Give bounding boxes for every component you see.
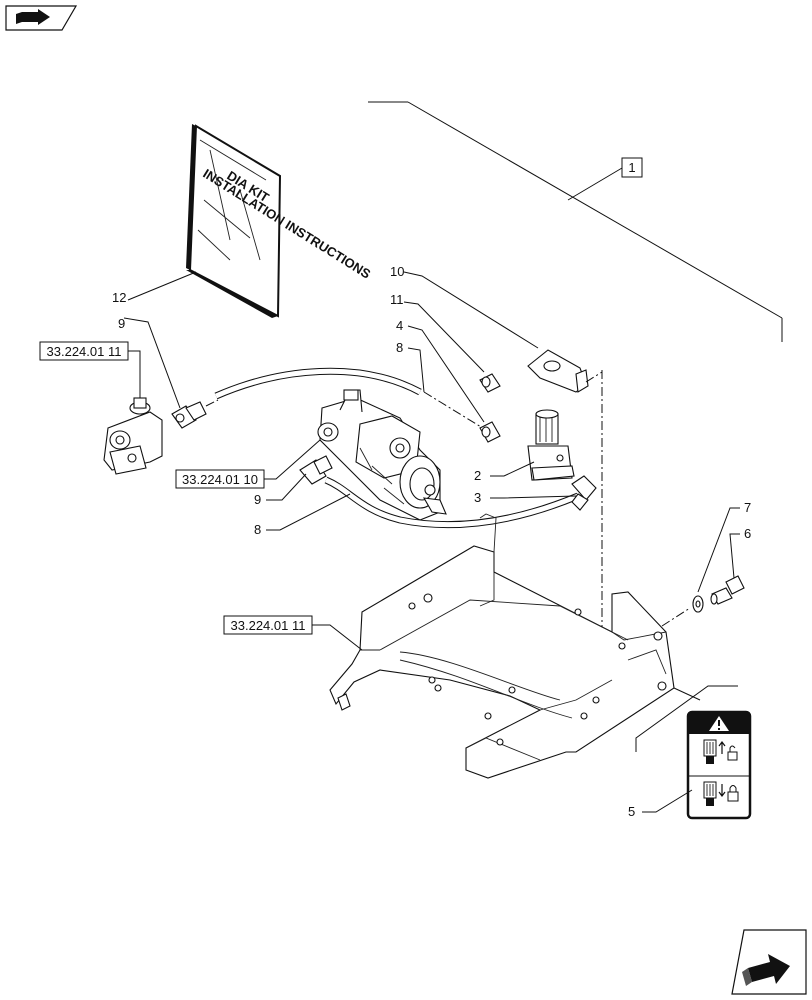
fitting-9-mid <box>299 455 333 485</box>
callout-9-top: 9 <box>118 316 125 331</box>
regulator-2 <box>527 409 575 481</box>
fitting-4 <box>479 421 501 443</box>
callout-3: 3 <box>474 490 481 505</box>
fitting-3-elbow <box>571 475 597 511</box>
hose-8-upper <box>214 367 422 400</box>
callout-8-bottom: 8 <box>254 522 261 537</box>
callout-2: 2 <box>474 468 481 483</box>
warning-lock-decal-icon <box>686 710 752 820</box>
mounting-frame <box>329 513 675 779</box>
bolt-6 <box>710 575 745 605</box>
callout-8-top: 8 <box>396 340 403 355</box>
valve-body-left <box>103 397 163 475</box>
kit-bracket <box>368 101 783 342</box>
callout-7: 7 <box>744 500 751 515</box>
previous-page-arrow-icon[interactable] <box>5 5 78 31</box>
callout-9-mid: 9 <box>254 492 261 507</box>
next-page-arrow-icon[interactable] <box>731 929 807 995</box>
fitting-11 <box>479 373 501 393</box>
fitting-9-left <box>171 401 207 429</box>
pump-assembly <box>317 389 447 521</box>
callout-1-box: 1 <box>621 157 643 178</box>
ref-label-2: 33.224.01 10 <box>182 472 258 487</box>
callout-10: 10 <box>390 264 404 279</box>
ref-box-3[interactable]: 33.224.01 11 <box>223 615 313 635</box>
instruction-manual: DIA KIT INSTALLATION INSTRUCTIONS <box>186 124 374 318</box>
ref-label-1: 33.224.01 11 <box>47 344 122 359</box>
callout-11: 11 <box>390 292 404 307</box>
washer-7 <box>692 595 704 613</box>
callout-5: 5 <box>628 804 635 819</box>
callout-6: 6 <box>744 526 751 541</box>
ref-box-2[interactable]: 33.224.01 10 <box>175 469 265 489</box>
callout-4: 4 <box>396 318 403 333</box>
bracket-10 <box>527 349 589 393</box>
hose-8-lower <box>324 476 580 529</box>
callout-12: 12 <box>112 290 126 305</box>
callout-1: 1 <box>628 160 635 175</box>
ref-label-3: 33.224.01 11 <box>231 618 306 633</box>
ref-box-1[interactable]: 33.224.01 11 <box>39 341 129 361</box>
